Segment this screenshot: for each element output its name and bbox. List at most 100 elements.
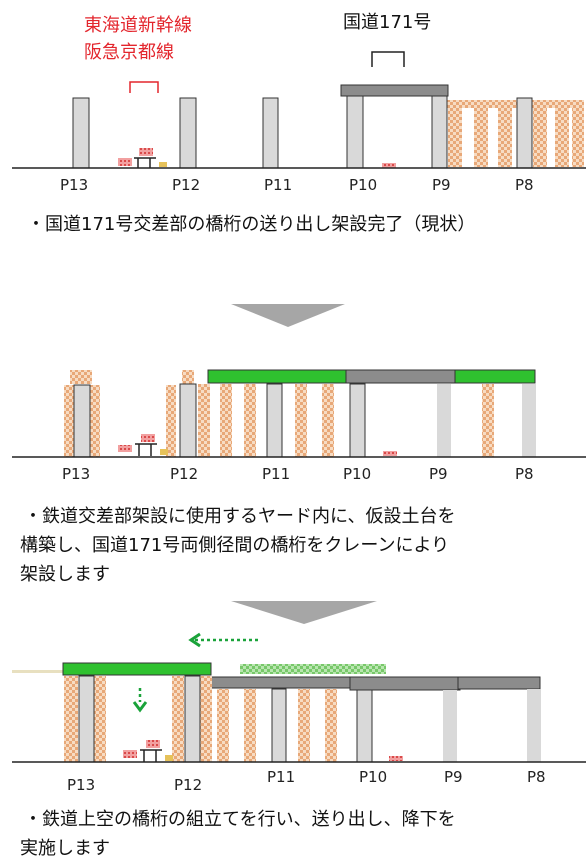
temp-bent [244, 384, 256, 457]
pier-p10 [346, 95, 364, 169]
train-icon [139, 148, 153, 156]
stage3-caption-line2: 実施します [20, 838, 110, 859]
train-icon [141, 434, 155, 442]
pier-p11 [266, 383, 283, 458]
stage1-caption: ・国道171号交差部の橋桁の送り出し架設完了（現状） [27, 214, 475, 235]
catenary-icon [140, 749, 162, 762]
pier-p11 [271, 688, 287, 763]
railway-bracket-icon [129, 81, 159, 93]
pier-label-p11: P11 [267, 768, 295, 786]
railway-label-shinkansen: 東海道新幹線 [84, 15, 192, 36]
pier-label-p11: P11 [264, 176, 292, 194]
pier-label-p11: P11 [262, 465, 290, 483]
pier-p8 [522, 384, 536, 457]
girder-original-position [240, 664, 386, 674]
pier-label-p8: P8 [527, 768, 546, 786]
temp-bent [474, 107, 488, 167]
pier-label-p13: P13 [60, 176, 88, 194]
temp-bent [295, 384, 307, 457]
train-icon [118, 445, 132, 452]
temp-bent [200, 676, 212, 762]
girder-existing [457, 676, 541, 690]
girder-new [207, 369, 347, 384]
girder-existing [340, 84, 449, 97]
stage2-caption-line1: ・鉄道交差部架設に使用するヤード内に、仮設土台を [24, 506, 455, 527]
pier-p10 [356, 689, 373, 763]
pier-label-p10: P10 [349, 176, 377, 194]
marker-icon [165, 755, 173, 761]
temp-bent [90, 385, 100, 457]
pier-p11 [262, 97, 279, 169]
temp-bent [298, 689, 310, 762]
temp-bent-top [70, 370, 92, 384]
temp-bent [94, 676, 106, 762]
girder-existing [345, 369, 456, 384]
vehicle-icon [383, 451, 397, 456]
pier-p8 [516, 97, 533, 169]
temp-bent-top [446, 100, 584, 108]
pier-label-p13: P13 [67, 776, 95, 794]
train-icon [123, 750, 137, 758]
temp-bent [555, 107, 569, 167]
road-bracket-icon [371, 51, 405, 67]
temp-bent [166, 385, 176, 457]
temp-bent [482, 384, 494, 457]
stage-2: P13 P12 P11 P10 P9 P8 ・鉄道交差部架設に使用するヤード内に… [12, 369, 586, 585]
stage2-caption-line2: 構築し、国道171号両側径間の橋桁をクレーンにより [20, 535, 449, 556]
process-arrow-icon [231, 304, 345, 327]
temp-bent [198, 384, 210, 457]
pier-p13 [78, 675, 95, 763]
pier-p12 [179, 97, 197, 169]
temp-bent [64, 385, 74, 457]
stage-1: 東海道新幹線 阪急京都線 国道171号 P13 P12 P11 P10 P [12, 12, 586, 235]
catenary-icon [135, 443, 157, 456]
pier-label-p8: P8 [515, 465, 534, 483]
pier-label-p13: P13 [62, 465, 90, 483]
temp-bent [220, 384, 232, 457]
stage2-caption-line3: 架設します [20, 564, 110, 585]
lowering-arrow-down-icon [132, 701, 148, 713]
pier-p8 [527, 689, 541, 762]
temp-bent [325, 689, 337, 762]
train-icon [146, 740, 160, 748]
temp-bent [572, 107, 584, 167]
pier-p10 [349, 383, 366, 458]
girder-new [454, 369, 536, 384]
marker-icon [159, 162, 167, 167]
pier-label-p12: P12 [172, 176, 200, 194]
stage-3: P13 P12 P11 P10 P9 P8 ・鉄道上空の橋桁の組立てを行い、送り… [12, 632, 586, 859]
pier-p13 [73, 384, 91, 458]
pier-label-p12: P12 [174, 776, 202, 794]
girder-existing [210, 676, 352, 689]
pier-p13 [72, 97, 90, 169]
pier-p12 [184, 675, 201, 763]
vehicle-icon [382, 163, 396, 168]
pier-p9 [431, 95, 448, 169]
temp-bent [172, 676, 184, 762]
launching-nose [12, 670, 65, 673]
pier-label-p12: P12 [170, 465, 198, 483]
temp-bent-top [182, 370, 194, 384]
vehicle-icon [389, 756, 403, 761]
pier-label-p9: P9 [432, 176, 451, 194]
temp-bent [322, 384, 334, 457]
railway-label-hankyu: 阪急京都線 [84, 42, 174, 63]
launch-arrow-left-icon [188, 632, 201, 648]
pier-label-p10: P10 [359, 768, 387, 786]
pier-label-p9: P9 [444, 768, 463, 786]
temp-bent [244, 689, 256, 762]
temp-bent [533, 107, 547, 167]
pier-label-p8: P8 [515, 176, 534, 194]
stage3-caption-line1: ・鉄道上空の橋桁の組立てを行い、送り出し、降下を [24, 809, 456, 830]
catenary-icon [134, 157, 156, 168]
pier-p9 [437, 384, 451, 457]
girder-existing [349, 676, 461, 691]
temp-bent [217, 689, 229, 762]
road-label: 国道171号 [343, 12, 431, 33]
temp-bent [498, 107, 512, 167]
pier-p9 [443, 690, 457, 762]
pier-label-p9: P9 [429, 465, 448, 483]
girder-new [62, 662, 212, 676]
train-icon [118, 158, 132, 166]
